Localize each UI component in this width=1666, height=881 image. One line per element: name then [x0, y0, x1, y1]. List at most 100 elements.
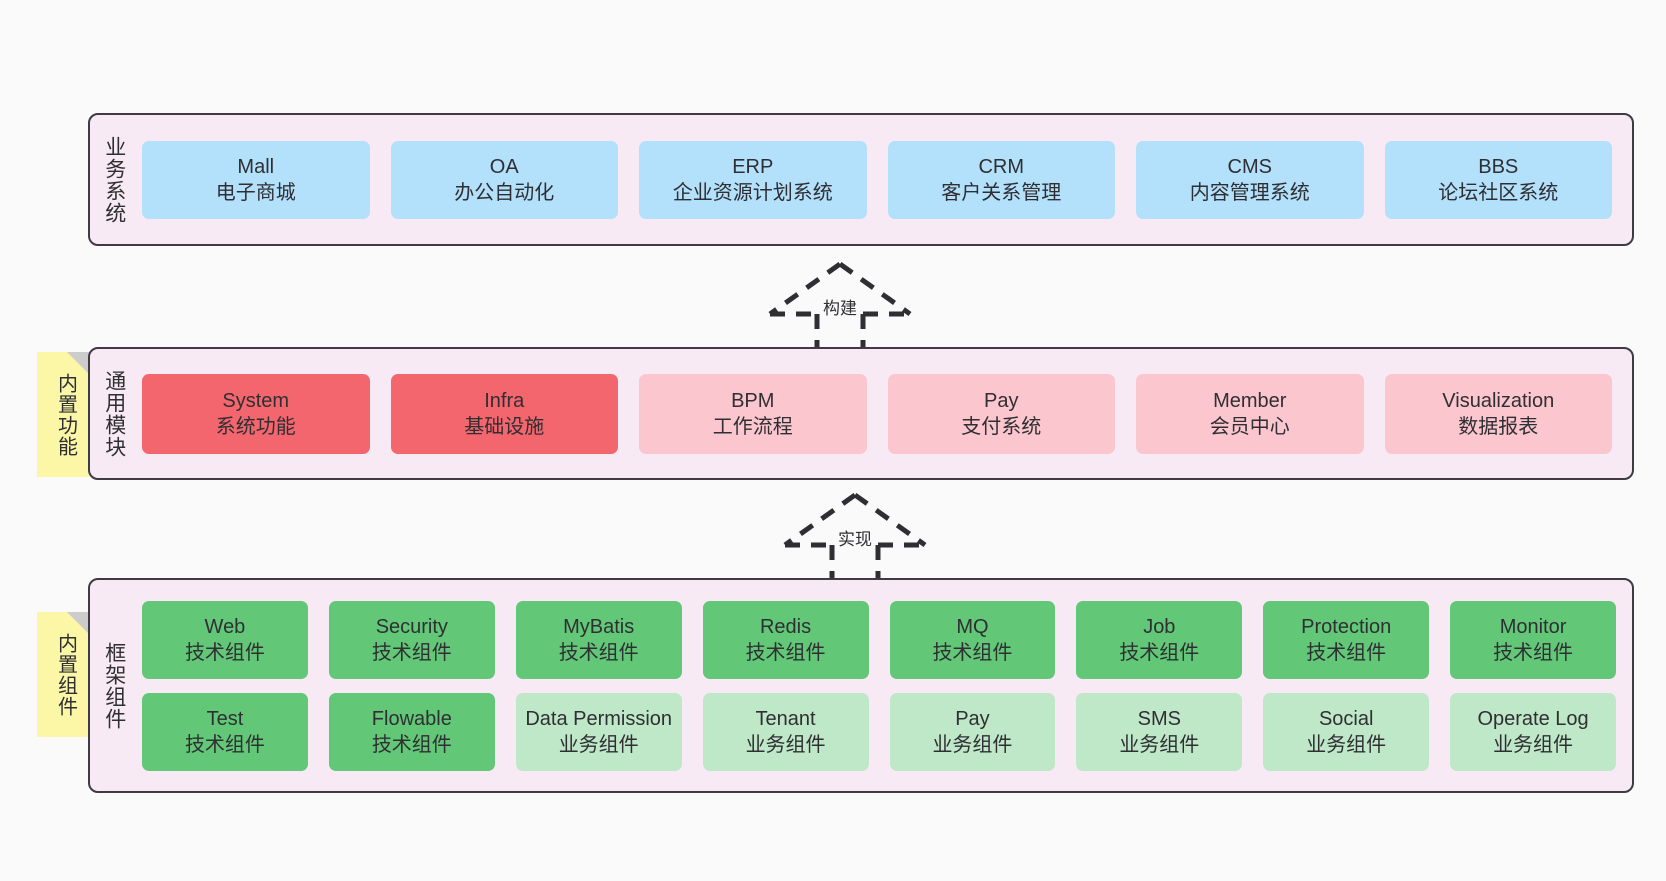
node-protection[interactable]: Protection 技术组件 [1263, 600, 1430, 679]
node-oa-title: OA [489, 155, 519, 178]
node-redis-title: Redis [759, 615, 812, 638]
layer-business-systems: 业务系统 Mall 电子商城 OA 办公自动化 ERP 企业资源计划系统 CRM… [88, 113, 1634, 246]
node-redis-subtitle: 技术组件 [745, 641, 826, 664]
node-member-title: Member [1213, 389, 1287, 412]
business-node-row: Mall 电子商城 OA 办公自动化 ERP 企业资源计划系统 CRM 客户关系… [142, 140, 1612, 219]
node-bbs[interactable]: BBS 论坛社区系统 [1384, 140, 1612, 219]
node-member[interactable]: Member 会员中心 [1136, 373, 1364, 454]
node-crm[interactable]: CRM 客户关系管理 [887, 140, 1115, 219]
node-visualization-subtitle: 数据报表 [1458, 415, 1539, 438]
node-bpm-title: BPM [731, 389, 775, 412]
node-protection-title: Protection [1301, 615, 1392, 638]
node-mybatis-title: MyBatis [563, 615, 635, 638]
node-sms-title: SMS [1137, 707, 1181, 730]
sticky-note-builtin-components-label: 内置组件 [54, 632, 77, 717]
node-social-subtitle: 业务组件 [1306, 733, 1387, 756]
node-web-subtitle: 技术组件 [184, 641, 265, 664]
node-crm-subtitle: 客户关系管理 [941, 181, 1062, 204]
node-bbs-subtitle: 论坛社区系统 [1438, 181, 1559, 204]
node-security-subtitle: 技术组件 [371, 641, 452, 664]
node-job-subtitle: 技术组件 [1119, 641, 1200, 664]
node-web[interactable]: Web 技术组件 [142, 600, 308, 679]
node-social-title: Social [1318, 707, 1374, 730]
node-data-permission-title: Data Permission [525, 707, 673, 730]
node-infra-title: Infra [484, 389, 525, 412]
sticky-note-builtin-features: 内置功能 [37, 352, 93, 477]
node-tenant-subtitle: 业务组件 [745, 733, 826, 756]
framework-node-row-business: Test 技术组件 Flowable 技术组件 Data Permission … [142, 692, 1616, 771]
layer-modules-body: System 系统功能 Infra 基础设施 BPM 工作流程 Pay 支付系统… [138, 349, 1632, 478]
implement-arrow-label: 实现 [838, 530, 872, 549]
node-social[interactable]: Social 业务组件 [1263, 692, 1430, 771]
node-system[interactable]: System 系统功能 [142, 373, 370, 454]
node-pay-component-subtitle: 业务组件 [932, 733, 1013, 756]
node-visualization[interactable]: Visualization 数据报表 [1384, 373, 1612, 454]
node-job[interactable]: Job 技术组件 [1076, 600, 1243, 679]
node-tenant-title: Tenant [755, 707, 816, 730]
node-oa[interactable]: OA 办公自动化 [390, 140, 618, 219]
node-web-title: Web [204, 615, 246, 638]
node-bpm[interactable]: BPM 工作流程 [639, 373, 867, 454]
node-erp[interactable]: ERP 企业资源计划系统 [639, 140, 867, 219]
sticky-note-builtin-components: 内置组件 [37, 612, 93, 737]
node-mall-subtitle: 电子商城 [215, 181, 296, 204]
node-flowable[interactable]: Flowable 技术组件 [328, 692, 495, 771]
node-sms-subtitle: 业务组件 [1119, 733, 1200, 756]
node-mall-title: Mall [237, 155, 275, 178]
node-operate-log-subtitle: 业务组件 [1493, 733, 1574, 756]
connector-build-arrow: 构建 [755, 258, 925, 356]
layer-general-modules: 通用模块 System 系统功能 Infra 基础设施 BPM 工作流程 Pay… [88, 347, 1634, 480]
layer-framework-title: 框架组件 [102, 641, 126, 730]
node-test[interactable]: Test 技术组件 [142, 692, 308, 771]
node-operate-log-title: Operate Log [1477, 707, 1589, 730]
node-data-permission[interactable]: Data Permission 业务组件 [515, 692, 682, 771]
node-cms-subtitle: 内容管理系统 [1189, 181, 1310, 204]
node-mq[interactable]: MQ 技术组件 [889, 600, 1056, 679]
node-crm-title: CRM [978, 155, 1025, 178]
framework-node-row-tech: Web 技术组件 Security 技术组件 MyBatis 技术组件 Redi… [142, 600, 1616, 679]
layer-modules-title: 通用模块 [102, 369, 126, 458]
layer-framework-components: 框架组件 Web 技术组件 Security 技术组件 MyBatis 技术组件… [88, 578, 1634, 793]
sticky-note-builtin-features-label: 内置功能 [54, 372, 77, 457]
node-redis[interactable]: Redis 技术组件 [702, 600, 869, 679]
node-pay-module-title: Pay [984, 389, 1019, 412]
node-operate-log[interactable]: Operate Log 业务组件 [1450, 692, 1616, 771]
node-protection-subtitle: 技术组件 [1306, 641, 1387, 664]
node-visualization-title: Visualization [1442, 389, 1555, 412]
node-cms-title: CMS [1227, 155, 1272, 178]
node-security-title: Security [375, 615, 448, 638]
node-mall[interactable]: Mall 电子商城 [142, 140, 370, 219]
node-cms[interactable]: CMS 内容管理系统 [1136, 140, 1364, 219]
node-monitor-subtitle: 技术组件 [1493, 641, 1574, 664]
node-monitor-title: Monitor [1499, 615, 1567, 638]
node-data-permission-subtitle: 业务组件 [558, 733, 639, 756]
node-infra[interactable]: Infra 基础设施 [390, 373, 618, 454]
node-mq-subtitle: 技术组件 [932, 641, 1013, 664]
node-tenant[interactable]: Tenant 业务组件 [702, 692, 869, 771]
node-flowable-title: Flowable [371, 707, 452, 730]
node-test-title: Test [206, 707, 244, 730]
node-mybatis[interactable]: MyBatis 技术组件 [515, 600, 682, 679]
node-system-subtitle: 系统功能 [215, 415, 296, 438]
node-erp-subtitle: 企业资源计划系统 [672, 181, 833, 204]
node-infra-subtitle: 基础设施 [464, 415, 545, 438]
node-oa-subtitle: 办公自动化 [454, 181, 555, 204]
node-bbs-title: BBS [1478, 155, 1519, 178]
node-bpm-subtitle: 工作流程 [712, 415, 793, 438]
node-flowable-subtitle: 技术组件 [371, 733, 452, 756]
build-arrow-label: 构建 [823, 299, 857, 318]
node-job-title: Job [1143, 615, 1176, 638]
node-system-title: System [222, 389, 290, 412]
modules-node-row: System 系统功能 Infra 基础设施 BPM 工作流程 Pay 支付系统… [142, 373, 1612, 454]
connector-implement-arrow: 实现 [770, 489, 940, 587]
node-mybatis-subtitle: 技术组件 [558, 641, 639, 664]
node-member-subtitle: 会员中心 [1209, 415, 1290, 438]
node-pay-component-title: Pay [955, 707, 990, 730]
node-pay-module[interactable]: Pay 支付系统 [887, 373, 1115, 454]
node-monitor[interactable]: Monitor 技术组件 [1450, 600, 1616, 679]
node-pay-module-subtitle: 支付系统 [961, 415, 1042, 438]
node-test-subtitle: 技术组件 [184, 733, 265, 756]
node-pay-component[interactable]: Pay 业务组件 [889, 692, 1056, 771]
node-security[interactable]: Security 技术组件 [328, 600, 495, 679]
node-sms[interactable]: SMS 业务组件 [1076, 692, 1243, 771]
